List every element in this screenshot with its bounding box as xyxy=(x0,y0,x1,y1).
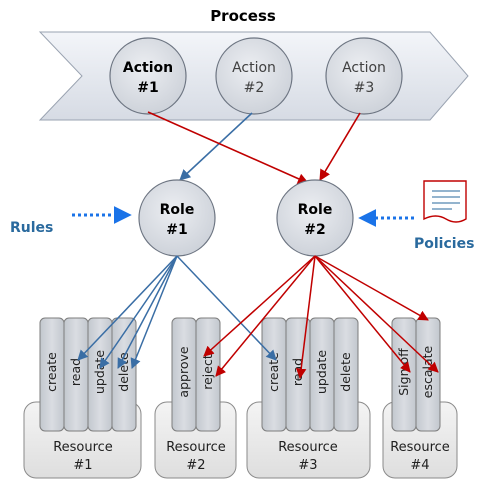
resource-3-label: Resource xyxy=(278,440,338,455)
arrow-role1-to-r1-read xyxy=(99,255,178,369)
resource-4-label: Resource xyxy=(390,440,450,455)
rules-label: Rules xyxy=(10,220,53,236)
resource-1-permissions: create read update delete xyxy=(39,317,137,432)
arrow-role1-to-r1-create xyxy=(77,255,178,361)
permission-label: escalate xyxy=(420,345,435,398)
permission-label: update xyxy=(314,350,329,394)
role2-permission-arrows xyxy=(203,255,439,380)
action-1-label: Action xyxy=(123,60,173,76)
permission-label: update xyxy=(92,350,107,394)
arrow-role1-to-r1-update xyxy=(117,255,178,369)
resource-3-number: #3 xyxy=(298,458,317,473)
action-node-3: Action #3 xyxy=(325,37,403,115)
role1-permission-arrows xyxy=(77,255,277,369)
arrow-role2-to-r4-escalate-top xyxy=(314,255,429,321)
resource-1-label: Resource xyxy=(53,440,113,455)
permission-tab xyxy=(333,317,359,432)
arrow-action2-to-role1 xyxy=(179,112,253,181)
action-2-label: Action xyxy=(232,60,276,76)
action-3-label: Action xyxy=(342,60,386,76)
resource-2-permissions: approve reject xyxy=(171,317,221,432)
arrow-role2-to-r4-escalate xyxy=(314,255,439,373)
resource-3-permissions: create read update delete xyxy=(261,317,359,432)
action-node-2: Action #2 xyxy=(215,37,293,115)
arrow-role2-to-r2-reject xyxy=(215,255,316,377)
permission-label: read xyxy=(68,358,83,386)
permission-label: create xyxy=(266,352,281,392)
policies-label: Policies xyxy=(414,236,474,252)
action-3-number: #3 xyxy=(354,80,375,96)
action-2-number: #2 xyxy=(244,80,265,96)
permission-label: delete xyxy=(338,352,353,392)
resource-1-number: #1 xyxy=(73,458,92,473)
arrow-role2-to-r4-signoff xyxy=(314,255,411,373)
arrow-role2-to-r3-read xyxy=(295,255,316,380)
role-node-1: Role #1 xyxy=(138,179,216,257)
arrow-role1-to-r3-create xyxy=(176,255,277,361)
resource-4-number: #4 xyxy=(410,458,429,473)
role-2-label: Role xyxy=(298,202,333,218)
permission-label: approve xyxy=(176,346,191,397)
process-title: Process xyxy=(210,7,276,25)
role-1-label: Role xyxy=(160,202,195,218)
arrow-action1-to-role2 xyxy=(147,111,310,185)
resource-2-label: Resource xyxy=(166,440,226,455)
permission-label: Sign off xyxy=(396,348,411,396)
permission-label: reject xyxy=(200,354,215,390)
arrow-role2-to-r2-approve xyxy=(203,255,316,357)
permission-label: create xyxy=(44,352,59,392)
role-2-number: #2 xyxy=(304,222,325,238)
policies-document-icon xyxy=(423,180,467,223)
action-node-1: Action #1 xyxy=(109,37,187,115)
action-1-number: #1 xyxy=(137,80,158,96)
role-1-number: #1 xyxy=(166,222,187,238)
arrow-role1-to-r1-delete xyxy=(130,255,178,369)
permission-label: read xyxy=(290,358,305,386)
role-node-2: Role #2 xyxy=(276,179,354,257)
resource-2-number: #2 xyxy=(186,458,205,473)
arrow-action3-to-role2 xyxy=(319,112,361,181)
